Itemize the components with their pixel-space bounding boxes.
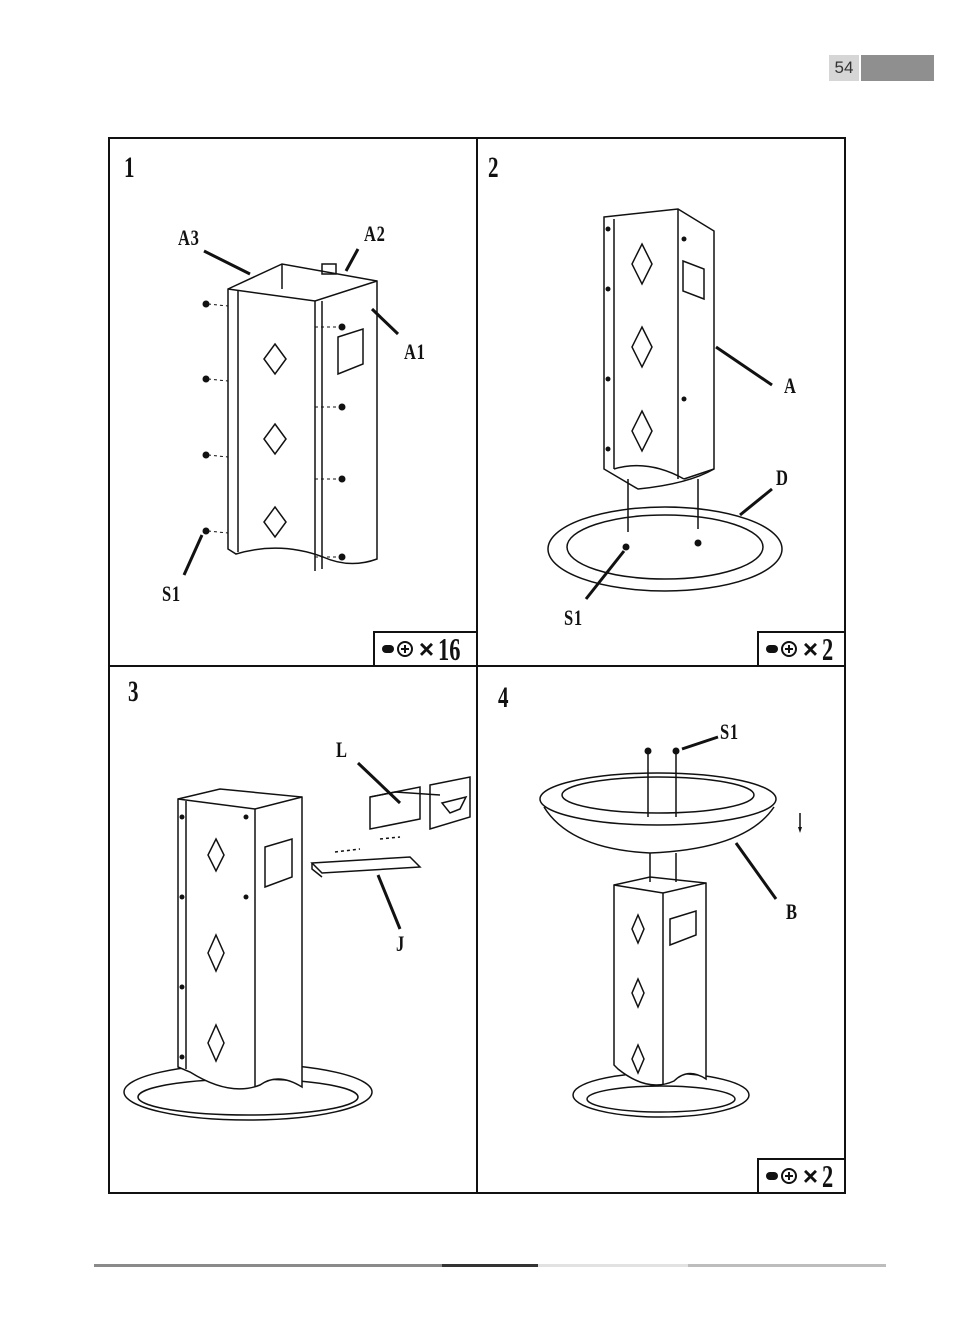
part-label-a: A [784, 373, 797, 399]
screw-count: 2 [822, 1158, 833, 1195]
times-symbol: × [419, 634, 434, 665]
step-4-illustration [478, 667, 844, 1193]
step-4-panel: 4 S1 B × 2 [476, 665, 846, 1194]
part-label-j: J [396, 931, 405, 957]
screw-icon [381, 640, 415, 658]
step-3-illustration [110, 667, 476, 1193]
part-label-s1: S1 [720, 719, 739, 745]
footer-bar-segment [94, 1264, 442, 1267]
assembly-grid: 1 A3 A2 A1 S1 × 16 [108, 137, 846, 1194]
times-symbol: × [803, 1161, 818, 1192]
part-label-a2: A2 [364, 221, 386, 247]
screw-count: 16 [438, 631, 460, 668]
step-number: 4 [498, 681, 509, 715]
part-label-l: L [336, 737, 348, 763]
times-symbol: × [803, 634, 818, 665]
step-number: 1 [124, 151, 135, 185]
page-tab [861, 55, 934, 81]
footer-bar-segment [538, 1264, 688, 1267]
step-number: 2 [488, 151, 499, 185]
screw-quantity-box: × 16 [373, 631, 478, 667]
step-1-panel: 1 A3 A2 A1 S1 × 16 [108, 137, 478, 667]
page-number: 54 [829, 55, 859, 81]
screw-quantity-box: × 2 [757, 1158, 846, 1194]
part-label-s1: S1 [162, 581, 181, 607]
part-label-d: D [776, 465, 789, 491]
screw-count: 2 [822, 631, 833, 668]
part-label-a1: A1 [404, 339, 426, 365]
step-2-panel: 2 A D S1 × 2 [476, 137, 846, 667]
screw-quantity-box: × 2 [757, 631, 846, 667]
step-3-panel: 3 L J [108, 665, 478, 1194]
screw-icon [765, 1167, 799, 1185]
part-label-s1: S1 [564, 605, 583, 631]
step-2-illustration [478, 139, 844, 665]
footer-bar-segment [442, 1264, 538, 1267]
screw-icon [765, 640, 799, 658]
step-number: 3 [128, 675, 139, 709]
part-label-a3: A3 [178, 225, 200, 251]
footer-bar-segment [688, 1264, 886, 1267]
part-label-b: B [786, 899, 798, 925]
